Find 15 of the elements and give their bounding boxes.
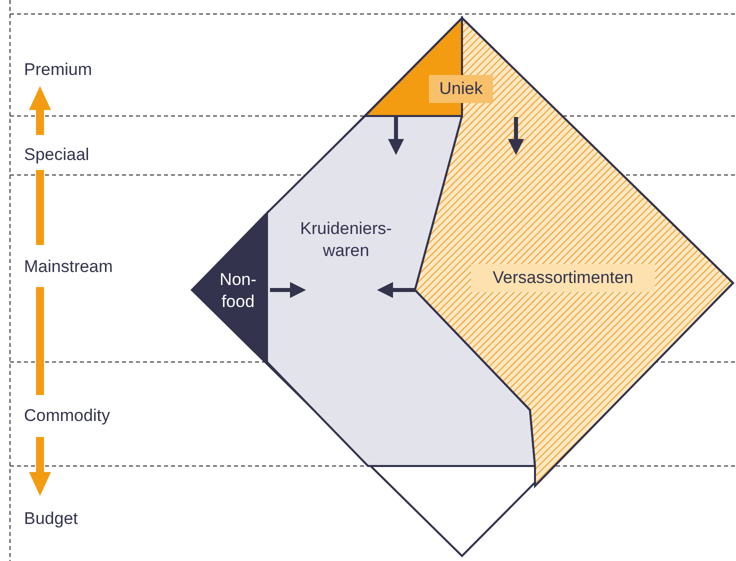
tier-label: Commodity [24, 406, 110, 426]
arrow [270, 282, 306, 298]
tier-label: Speciaal [24, 145, 90, 165]
tier-label: Budget [24, 509, 78, 529]
region-label: Kruideniers-waren [299, 218, 393, 262]
fresh-region [414, 17, 734, 487]
nonfood-region [191, 212, 268, 363]
arrow [508, 117, 524, 155]
tier-label: Mainstream [24, 257, 113, 277]
region-label: Non-food [218, 269, 258, 313]
region-label: Versassortimenten [471, 264, 655, 292]
tier-label: Premium [24, 60, 92, 80]
arrow [377, 282, 416, 298]
region-label: Uniek [429, 75, 493, 103]
arrow [388, 117, 404, 155]
